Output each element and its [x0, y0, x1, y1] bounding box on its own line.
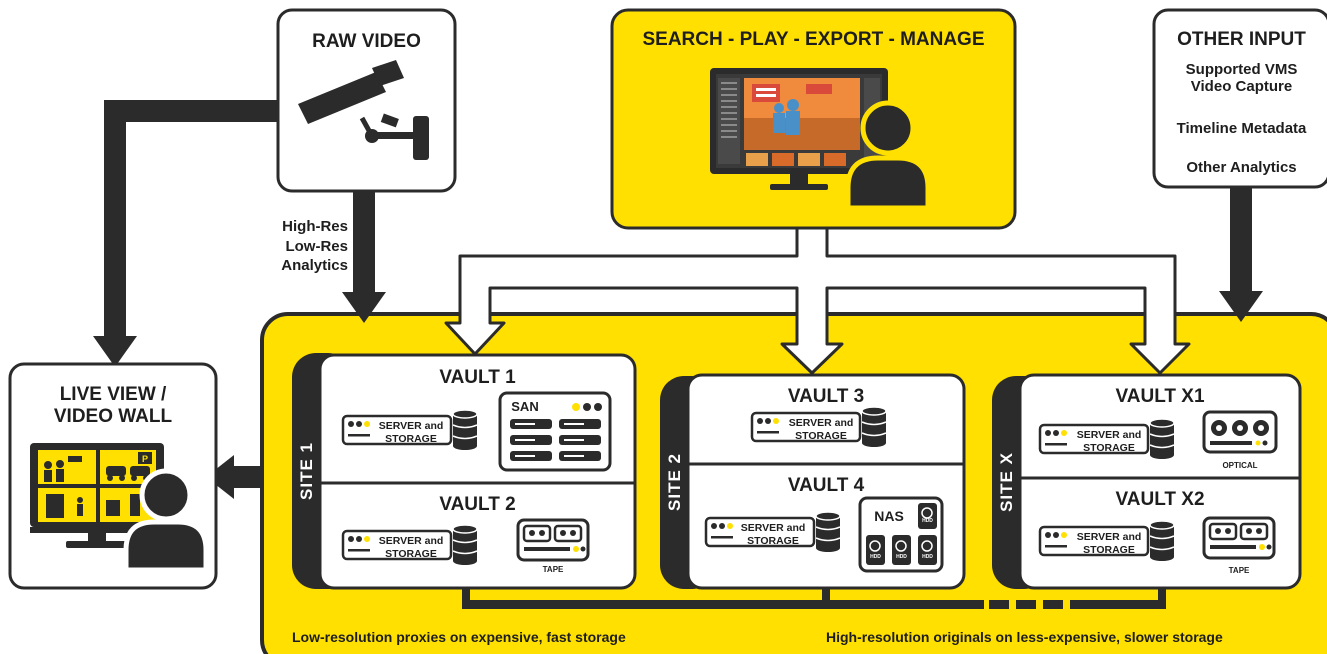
parking-sign: P — [142, 454, 148, 464]
other-input-vms-line1: Supported VMS — [1185, 61, 1298, 78]
server-line2: STORAGE — [795, 429, 847, 442]
optical-label: OPTICAL — [1222, 461, 1258, 470]
video-wall-monitor-icon: P — [30, 443, 164, 548]
raw-video-title: RAW VIDEO — [312, 31, 421, 52]
hdd-label-2: HDD — [896, 554, 907, 560]
console-title: SEARCH - PLAY - EXPORT - MANAGE — [642, 29, 985, 50]
live-view-feed-arrow — [93, 100, 278, 367]
vault-2-title: VAULT 2 — [439, 494, 516, 515]
site-2-label: SITE 2 — [665, 453, 684, 511]
tape-label-vault-x2: TAPE — [1228, 566, 1250, 575]
server-line2: STORAGE — [747, 534, 799, 547]
operator-person-icon — [845, 100, 931, 211]
server-line2: STORAGE — [1083, 441, 1135, 454]
server-line1: SERVER and — [378, 420, 444, 432]
server-line1: SERVER and — [1076, 429, 1142, 441]
server-line2: STORAGE — [385, 432, 437, 445]
raw-video-arrow — [342, 191, 386, 323]
server-line1: SERVER and — [378, 535, 444, 547]
footer-right-note: High-resolution originals on less-expens… — [826, 629, 1223, 645]
vault-x2-title: VAULT X2 — [1115, 489, 1205, 510]
site-1-label: SITE 1 — [297, 442, 316, 500]
site-to-live-view-arrow — [206, 455, 262, 499]
feed-types-label: High-Res Low-Res Analytics — [262, 217, 348, 276]
server-icon — [1038, 520, 1175, 561]
nas-label: NAS — [874, 508, 904, 524]
footer-left-note: Low-resolution proxies on expensive, fas… — [292, 629, 626, 645]
nas-device-icon — [858, 496, 944, 573]
server-icon — [1038, 418, 1175, 459]
site-x-label: SITE X — [997, 452, 1016, 512]
distribution-arrows — [444, 226, 1191, 375]
other-input-item-analytics: Other Analytics — [1186, 159, 1297, 176]
tape-device-icon-x2 — [1202, 516, 1276, 560]
feed-analytics: Analytics — [281, 257, 348, 274]
viewer-person-icon — [123, 468, 209, 573]
server-line1: SERVER and — [740, 522, 806, 534]
feed-low-res: Low-Res — [285, 237, 348, 255]
live-view-line1: LIVE VIEW / — [59, 384, 167, 405]
san-device-icon — [498, 391, 612, 472]
hdd-label-1: HDD — [870, 554, 881, 560]
vault-4-title: VAULT 4 — [787, 475, 865, 496]
server-icon — [704, 511, 841, 552]
console-monitor-icon — [710, 68, 888, 190]
other-input-vms-line2: Video Capture — [1190, 78, 1293, 96]
optical-device-icon — [1202, 410, 1278, 454]
server-icon — [341, 524, 478, 565]
hdd-label-top: HDD — [922, 518, 933, 524]
server-line1: SERVER and — [788, 417, 854, 429]
server-line2: STORAGE — [385, 547, 437, 560]
server-icon — [341, 409, 478, 450]
security-camera-icon — [298, 60, 429, 160]
other-input-item-vms: Supported VMS Video Capture — [1154, 61, 1327, 96]
network-bus — [462, 588, 1166, 609]
server-icon — [750, 406, 887, 447]
live-view-title: LIVE VIEW / VIDEO WALL — [10, 384, 216, 428]
hdd-label-3: HDD — [922, 554, 933, 560]
server-storage-icons — [341, 406, 1175, 565]
server-line1: SERVER and — [1076, 531, 1142, 543]
live-view-line2: VIDEO WALL — [53, 405, 173, 427]
vault-x1-title: VAULT X1 — [1115, 386, 1205, 407]
tape-device-icon — [516, 518, 590, 562]
other-input-item-timeline: Timeline Metadata — [1176, 120, 1307, 137]
vault-3-title: VAULT 3 — [787, 386, 865, 407]
vault-1-title: VAULT 1 — [439, 367, 516, 388]
tape-label-vault-2: TAPE — [542, 565, 564, 574]
feed-high-res: High-Res — [282, 218, 348, 235]
server-line2: STORAGE — [1083, 543, 1135, 556]
san-label: SAN — [511, 399, 539, 414]
other-input-arrow — [1219, 187, 1263, 322]
other-input-title: OTHER INPUT — [1177, 29, 1306, 50]
